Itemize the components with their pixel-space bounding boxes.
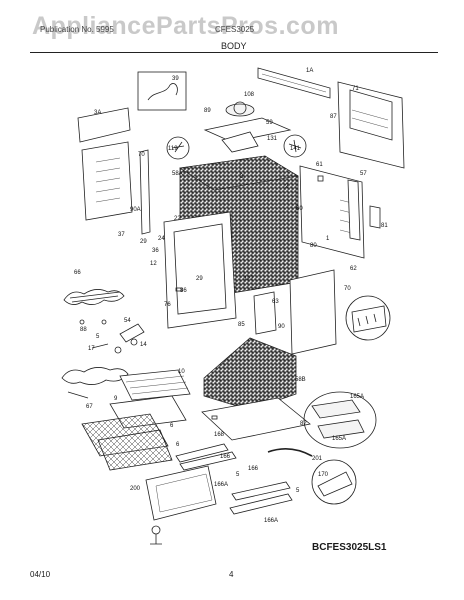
callout-82: 82 [300, 421, 307, 427]
callout-87: 87 [330, 114, 337, 120]
callout-165a-bottom: 165A [332, 436, 346, 442]
oven-rack-6 [81, 413, 173, 471]
small-hardware-parts [79, 319, 145, 354]
callout-66: 66 [74, 270, 81, 276]
callout-166a-upper: 166A [214, 482, 228, 488]
callout-62: 62 [350, 266, 357, 272]
wire-harness-part [137, 71, 187, 111]
callout-6-lower: 6 [176, 442, 180, 448]
callout-54: 54 [124, 318, 131, 324]
callout-80: 80 [310, 243, 317, 249]
oven-cavity-front-part [163, 211, 237, 329]
rear-panel-part [337, 81, 405, 169]
rear-lower-panel-part [253, 291, 277, 335]
top-rail-part [257, 67, 331, 99]
callout-81: 81 [381, 223, 388, 229]
callout-63: 63 [272, 299, 279, 305]
callout-2: 2 [285, 184, 289, 190]
callout-3a: 3A [94, 110, 101, 116]
callout-10: 10 [178, 369, 185, 375]
detail-callout-141 [283, 134, 307, 158]
convection-fan-part [203, 101, 292, 153]
callout-29-upper: 29 [140, 239, 147, 245]
callout-67: 67 [86, 404, 93, 410]
callout-61: 61 [316, 162, 323, 168]
callout-58b: 58B [295, 377, 306, 383]
indicator-arrow-201 [267, 448, 313, 457]
callout-5-lower: 5 [296, 488, 300, 494]
callout-29-lower: 29 [196, 276, 203, 282]
callout-39: 39 [172, 76, 179, 82]
callout-141: 141 [290, 146, 301, 152]
callout-1: 1 [326, 236, 330, 242]
leveling-leg-part [150, 525, 162, 545]
broil-element-part [63, 289, 125, 305]
callout-70-upper: 70 [138, 152, 145, 158]
callout-14: 14 [140, 342, 147, 348]
callout-170: 170 [318, 472, 329, 478]
callout-60: 60 [296, 206, 303, 212]
footer-date: 04/10 [30, 570, 51, 579]
callout-24: 24 [158, 236, 165, 242]
model-number: CFES3025 [215, 25, 255, 34]
publication-number: Publication No. 5995 [40, 25, 114, 34]
drawer-slide-right [229, 481, 293, 515]
callout-166-upper: 166 [220, 454, 231, 460]
section-title: BODY [221, 41, 247, 51]
callout-3: 3 [240, 174, 244, 180]
detail-callout-170 [311, 459, 357, 505]
callout-88: 88 [80, 327, 87, 333]
oven-bottom-part [201, 397, 311, 441]
callout-71: 71 [352, 86, 359, 92]
callout-166a-lower: 166A [264, 518, 278, 524]
callout-6-upper: 6 [170, 423, 174, 429]
callout-165a-top: 165A [350, 394, 364, 400]
callout-86: 86 [180, 288, 187, 294]
callout-131: 131 [267, 136, 278, 142]
callout-90a: 90A [130, 207, 141, 213]
diagram-code: BCFES3025LS1 [312, 542, 387, 553]
drawer-front-part [145, 465, 217, 521]
callout-22: 22 [174, 216, 181, 222]
callout-58a: 58A [172, 171, 183, 177]
callout-127: 127 [244, 276, 255, 282]
detail-callout-62 [345, 295, 391, 341]
callout-17: 17 [88, 346, 95, 352]
callout-5-upper: 5 [96, 334, 100, 340]
callout-201: 201 [312, 456, 323, 462]
right-side-panel-part [299, 165, 381, 259]
callout-89: 89 [204, 108, 211, 114]
callout-76: 76 [164, 302, 171, 308]
detail-callout-119 [166, 136, 190, 160]
callout-70-lower: 70 [344, 286, 351, 292]
drawer-slide-left [175, 443, 237, 471]
callout-200: 200 [130, 486, 141, 492]
callout-59: 59 [266, 120, 273, 126]
callout-85: 85 [238, 322, 245, 328]
callout-166-lower: 166 [248, 466, 259, 472]
callout-36: 36 [152, 248, 159, 254]
bake-element-part [61, 367, 129, 399]
watermark: AppliancePartsPros.com [32, 12, 339, 40]
callout-12: 12 [150, 261, 157, 267]
oven-rack-10 [119, 369, 191, 401]
heat-shield-3a [77, 107, 131, 143]
right-lower-panel-part [289, 269, 337, 355]
callout-108: 108 [244, 92, 255, 98]
callout-90: 90 [278, 324, 285, 330]
header-rule [30, 52, 438, 53]
page-number: 4 [229, 570, 234, 579]
oven-insulation-58b [203, 337, 297, 411]
callout-57: 57 [360, 171, 367, 177]
detail-callout-165a [303, 391, 377, 449]
callout-1a: 1A [306, 68, 313, 74]
left-side-panel-part [81, 141, 151, 235]
callout-168: 168 [214, 432, 225, 438]
callout-9: 9 [114, 396, 118, 402]
callout-5-middle: 5 [236, 472, 240, 478]
callout-119: 119 [168, 146, 178, 152]
callout-37: 37 [118, 232, 125, 238]
